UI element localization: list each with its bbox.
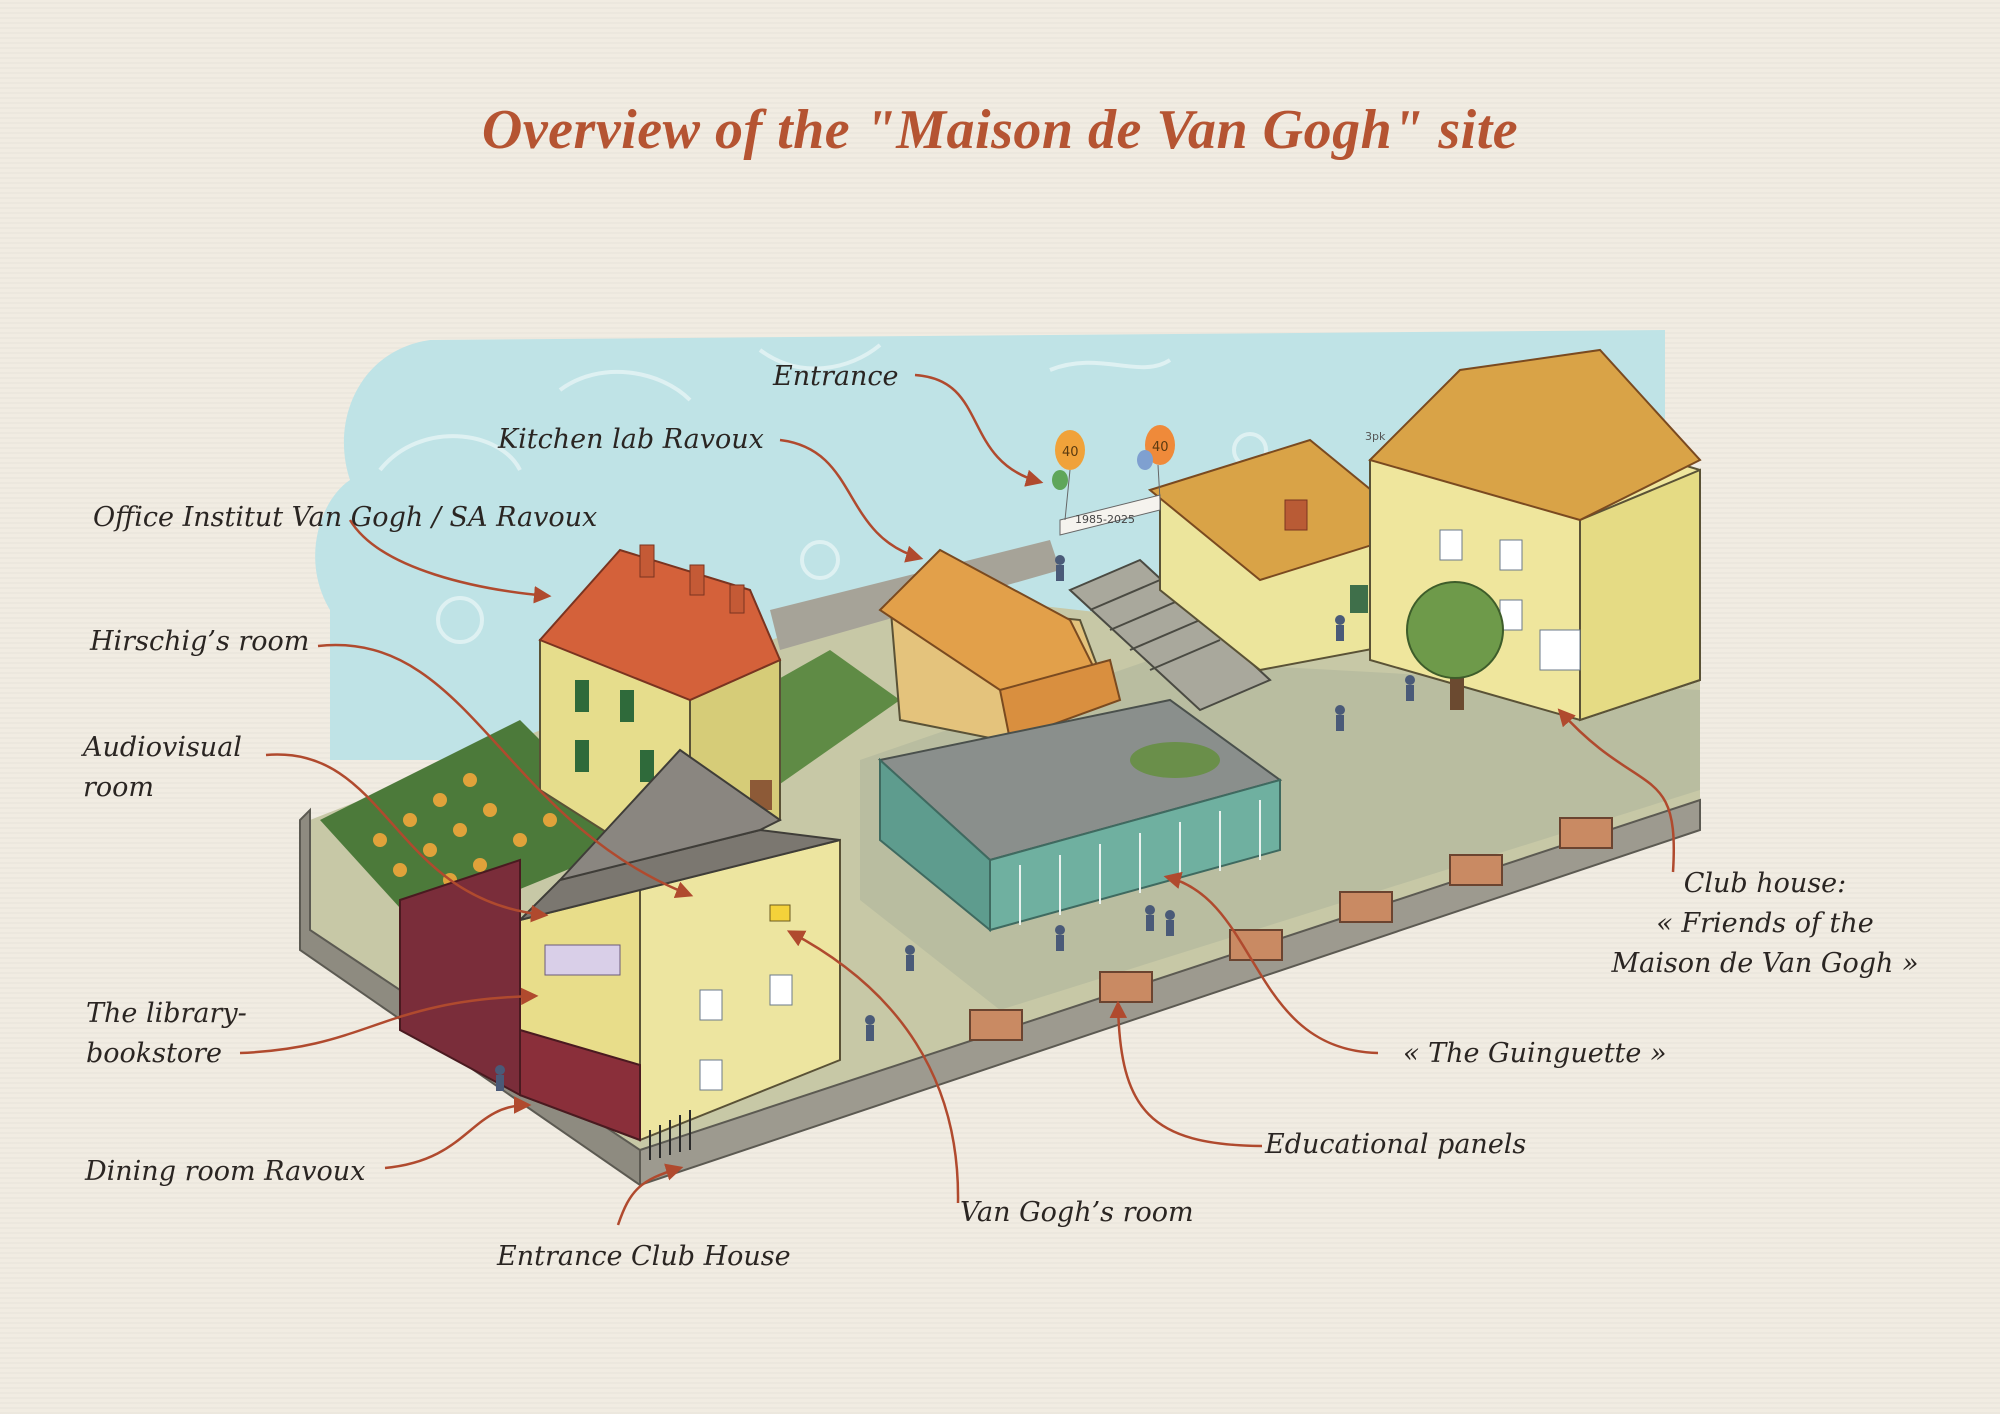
page-title: Overview of the "Maison de Van Gogh" sit… [481,99,1519,161]
office-building [538,544,782,862]
entrance-stairs [1068,558,1272,712]
arrow-van-gogh-room [786,930,960,1204]
label-hirschig-room: Hirschig’s room [90,626,310,657]
label-guinguette: « The Guinguette » [1403,1038,1667,1069]
label-entrance: Entrance [773,361,899,392]
anniversary-banner: 1985-2025 [1059,494,1161,536]
visitors [495,555,1415,1091]
kitchen-lab-building [878,548,1122,742]
annotation-arrows [239,373,1675,1226]
arrow-office [348,519,552,604]
arrow-educational [1109,1000,1263,1148]
label-dining-room: Dining room Ravoux [85,1156,366,1187]
tree [1406,581,1504,710]
arrow-club-house [1557,708,1675,873]
label-educational-panels: Educational panels [1265,1129,1527,1160]
audiovisual-annex [399,858,521,1097]
entrance-gate [649,1110,691,1160]
guinguette-pavilion [877,698,1283,933]
arrow-entrance [914,373,1044,487]
arrow-guinguette [1163,871,1379,1055]
arrow-library [239,987,539,1055]
label-office: Office Institut Van Gogh / SA Ravoux [93,502,598,533]
label-kitchen-lab: Kitchen lab Ravoux [498,424,764,455]
label-van-gogh-room: Van Gogh’s room [960,1197,1194,1228]
label-library-bookstore: The library- bookstore [86,998,247,1069]
auberge-ravoux-building [516,748,841,1142]
arrow-hirschig [317,643,694,898]
svg-text:40: 40 [1062,445,1079,460]
arrow-audiovisual [265,753,549,923]
arrow-entrance-club [616,1163,684,1226]
entrance-building [1147,438,1423,672]
svg-text:40: 40 [1152,440,1169,455]
label-audiovisual-room: Audiovisual room [83,732,242,803]
arrow-dining [384,1096,532,1170]
balloons: 40 40 [1052,425,1175,521]
label-club-house: Club house: « Friends of the Maison de V… [1611,868,1919,979]
arrow-kitchen-lab [779,438,924,563]
label-entrance-club-house: Entrance Club House [497,1241,791,1272]
artist-signature: 3pk [1365,430,1386,443]
svg-text:1985-2025: 1985-2025 [1075,513,1135,526]
educational-panels [969,817,1613,1041]
